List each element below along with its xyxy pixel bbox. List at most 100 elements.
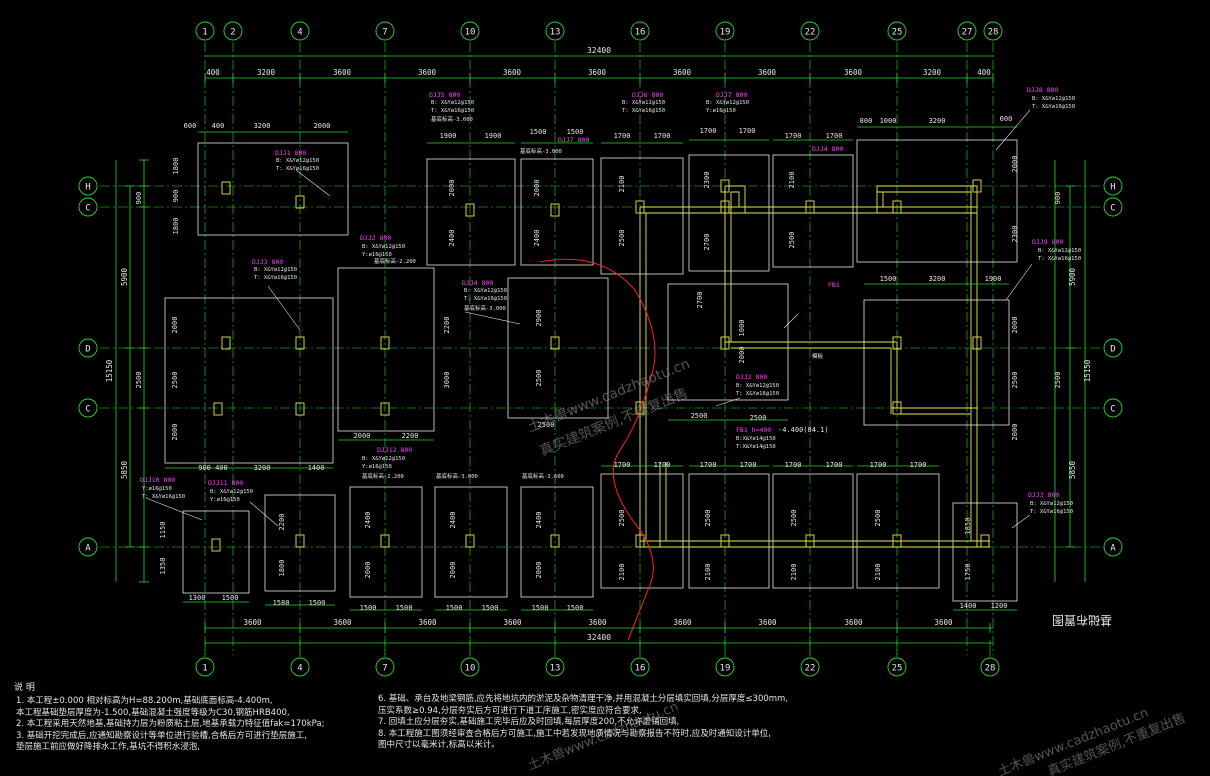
footing-label: DJJ7 800 — [716, 91, 747, 99]
notes-title: 说 明 — [14, 683, 35, 693]
dim-footing-text: 1500 — [880, 275, 897, 283]
axis-bubble-left — [78, 537, 98, 557]
footing-outline — [688, 473, 770, 589]
axis-bubble-right — [1103, 197, 1123, 217]
axis-label-left: C — [85, 405, 90, 415]
dim-footing-vtext: 2500 — [171, 372, 179, 389]
dim-footing-vtext: 2500 — [788, 232, 796, 249]
footing-outline — [772, 473, 854, 589]
column-mark — [720, 534, 730, 548]
axis-bubble-bottom — [545, 657, 565, 677]
rebar-note: 基底标高-3.000 — [431, 115, 473, 123]
footing-label: DJJ2 800 — [736, 373, 767, 381]
footing-label: DJJ4 800 — [812, 145, 843, 153]
axis-bubble-bottom — [800, 657, 820, 677]
dim-footing-vtext: 2000 — [171, 317, 179, 334]
rebar-note: Y:ø16@150 — [362, 464, 392, 470]
axis-bubble-top — [460, 21, 480, 41]
column-mark — [635, 200, 645, 214]
dim-bottom-text: 3600 — [758, 618, 777, 627]
dim-right-inner-text: 2500 — [1054, 372, 1062, 389]
footing-outline — [520, 158, 594, 266]
axis-label-bottom: 13 — [550, 664, 561, 674]
axis-label-right: D — [1110, 345, 1115, 355]
rebar-note: B: X&Yø12@150 — [622, 100, 665, 106]
footing-outline — [863, 299, 1010, 426]
rebar-note: 基底标高-3.600 — [522, 472, 564, 480]
dim-footing-text: 1700 — [785, 132, 802, 140]
dim-footing-text: 1700 — [870, 461, 887, 469]
axis-bubble-bottom — [630, 657, 650, 677]
dim-footing-text: 1500 — [482, 604, 499, 612]
dim-footing-vtext: 1800 — [278, 560, 286, 577]
foundation-beams — [639, 185, 990, 548]
column-mark — [465, 534, 475, 548]
dim-footing-text: 1900 — [440, 132, 457, 140]
axis-bubble-top — [630, 21, 650, 41]
beam-line — [731, 191, 740, 207]
axis-bubble-bottom — [980, 657, 1000, 677]
axis-bubble-bottom — [460, 657, 480, 677]
rebar-note: T: X&Yø16@150 — [1032, 104, 1075, 110]
dim-footing-vtext: 2500 — [704, 510, 712, 527]
footing-outline — [349, 486, 423, 598]
column-mark — [211, 538, 221, 552]
footing-label: DJJ7 800 — [558, 136, 589, 144]
dim-footing-text: 1900 — [485, 132, 502, 140]
footing-outlines — [164, 139, 1018, 602]
footing-label: DJJ8 800 — [1027, 86, 1058, 94]
dim-footing-vtext: 2000 — [738, 347, 746, 364]
dim-footing-text: 2500 — [691, 412, 708, 420]
column-mark — [635, 401, 645, 415]
rebar-note: B: X&Yø12@150 — [464, 288, 507, 294]
section-cut-line — [539, 258, 656, 641]
footing-outline — [197, 142, 349, 236]
rebar-note: T: X&Yø16@150 — [622, 108, 665, 114]
beam-line — [725, 185, 746, 213]
beam-tag: FB1 h=400 — [736, 426, 771, 434]
footing-outline — [337, 267, 435, 432]
dim-footing-vtext: 1150 — [159, 522, 167, 539]
notes-left: 1. 本工程±0.000 相对标高为H=88.200m,基础底面标高-4.400… — [16, 696, 324, 754]
dim-footing-text: 1500 — [309, 599, 326, 607]
axis-label-right: A — [1110, 544, 1116, 554]
dim-footing-vtext: 1850 — [964, 518, 972, 535]
footing-label: DJJ3 800 — [1028, 491, 1059, 499]
dim-footing-vtext: 2500 — [1011, 372, 1019, 389]
dim-top-text: 400 — [977, 68, 991, 77]
dim-bottom-text: 3600 — [673, 618, 692, 627]
axis-label-left: C — [85, 204, 90, 214]
dim-bottom-text: 3600 — [588, 618, 607, 627]
column-mark — [295, 195, 305, 209]
dim-footing-vtext: 1000 — [738, 320, 746, 337]
axis-label-top: 7 — [382, 28, 387, 38]
dim-footing-text: 1500 — [530, 128, 547, 136]
rebar-note: B: X&Yø12@150 — [706, 100, 749, 106]
axis-label-right: H — [1110, 183, 1115, 193]
column-mark — [295, 534, 305, 548]
dim-footing-text: 1700 — [614, 461, 631, 469]
dim-footing-vtext: 2000 — [533, 180, 541, 197]
axis-label-right: C — [1110, 405, 1115, 415]
rebar-note: 基底标高-2.200 — [362, 472, 404, 480]
dim-footing-text: 1700 — [654, 132, 671, 140]
footing-label: DJJ1 800 — [275, 149, 306, 157]
footing-outline — [164, 297, 334, 464]
axis-bubble-left — [78, 338, 98, 358]
rebar-note: B: X&Yø12@150 — [1038, 248, 1081, 254]
column-mark — [805, 534, 815, 548]
dim-total-top-text: 32400 — [587, 46, 611, 55]
dim-footing-vtext: 900 — [172, 190, 180, 203]
drawing-title: 基础布置图 — [1052, 613, 1112, 627]
axis-bubble-top — [800, 21, 820, 41]
dim-bottom-text: 3600 — [243, 618, 262, 627]
footing-label: DJJ11 800 — [208, 479, 243, 487]
dim-footing-text: 1700 — [654, 461, 671, 469]
column-mark — [465, 203, 475, 217]
note-line: 3. 基础开挖完成后,应通知勘察设计等单位进行验槽,合格后方可进行垫层施工, — [16, 730, 307, 741]
rebar-note: B: X&Yø12@150 — [736, 383, 779, 389]
dim-footing-vtext: 3000 — [443, 372, 451, 389]
dim-footing-vtext: 2400 — [448, 230, 456, 247]
dim-footing-vtext: 2200 — [278, 514, 286, 531]
dim-footing-text: 1700 — [739, 127, 756, 135]
